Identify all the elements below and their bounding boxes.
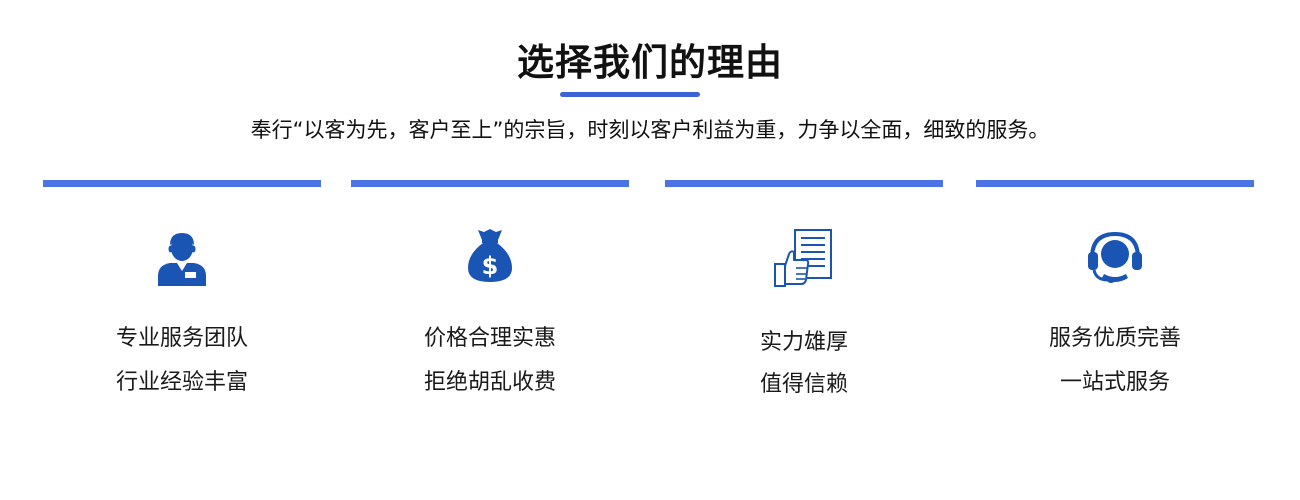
money-bag-dollar-icon: $ bbox=[351, 224, 629, 288]
feature-card-accent-bar bbox=[665, 180, 943, 187]
feature-line-2: 拒绝胡乱收费 bbox=[423, 370, 556, 395]
section-subtitle: 奉行“以客为先，客户至上”的宗旨，时刻以客户利益为重，力争以全面，细致的服务。 bbox=[250, 118, 1050, 142]
feature-card-quality-service: 服务优质完善 一站式服务 bbox=[976, 180, 1254, 420]
feature-line-2: 行业经验丰富 bbox=[115, 370, 248, 395]
feature-line-1: 实力雄厚 bbox=[759, 330, 848, 355]
title-underline bbox=[560, 92, 700, 97]
feature-card-accent-bar bbox=[976, 180, 1254, 187]
feature-line-2: 值得信赖 bbox=[759, 372, 848, 397]
feature-card-strength: 实力雄厚 值得信赖 bbox=[665, 180, 943, 420]
feature-line-2: 一站式服务 bbox=[1059, 370, 1170, 395]
thumbs-up-document-icon bbox=[665, 228, 943, 292]
section-title: 选择我们的理由 bbox=[517, 41, 783, 84]
feature-line-1: 价格合理实惠 bbox=[423, 326, 556, 351]
feature-card-accent-bar bbox=[43, 180, 321, 187]
feature-card-fair-price: $ 价格合理实惠 拒绝胡乱收费 bbox=[351, 180, 629, 420]
feature-line-1: 专业服务团队 bbox=[115, 326, 248, 351]
feature-card-professional-team: 专业服务团队 行业经验丰富 bbox=[43, 180, 321, 420]
headset-support-icon bbox=[976, 228, 1254, 292]
feature-card-accent-bar bbox=[351, 180, 629, 187]
feature-line-1: 服务优质完善 bbox=[1048, 326, 1181, 351]
svg-text:$: $ bbox=[482, 252, 499, 280]
service-team-person-icon bbox=[43, 228, 321, 292]
